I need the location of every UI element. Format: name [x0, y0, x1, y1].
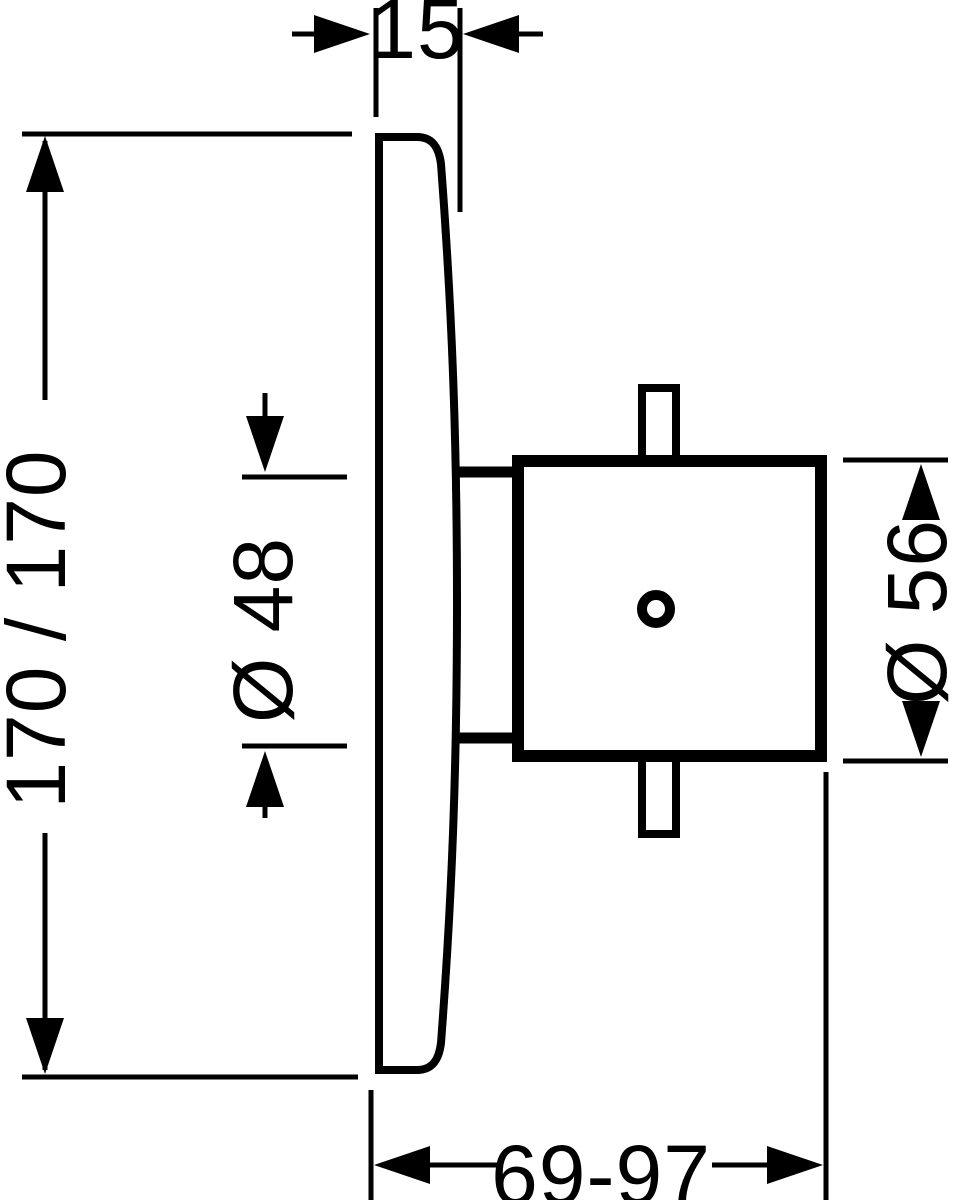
handle-top-pin — [638, 384, 680, 462]
arrow-right-icon — [767, 1146, 823, 1184]
arrow-up-icon — [26, 136, 64, 192]
dim-label-plate-size: 170 / 170 — [0, 449, 83, 809]
dim-label-mounting-depth: 69-97 — [491, 1128, 711, 1200]
handle-center-dot — [637, 590, 675, 628]
dim-plate-thickness — [292, 8, 543, 212]
arrow-up-icon — [902, 464, 940, 520]
dim-label-plate-thickness: 15 — [369, 0, 465, 76]
escutcheon-plate-outline — [375, 133, 462, 1074]
arrow-left-icon — [463, 15, 519, 53]
dim-stem-diameter — [242, 393, 347, 818]
arrow-up-icon — [246, 751, 284, 807]
dim-handle-diameter — [843, 457, 948, 764]
dim-label-stem-diameter: Ø 48 — [216, 536, 310, 724]
arrow-down-icon — [26, 1018, 64, 1074]
arrow-down-icon — [902, 701, 940, 757]
handle-bottom-pin — [638, 756, 680, 838]
arrow-left-icon — [374, 1146, 430, 1184]
arrow-down-icon — [246, 416, 284, 472]
dim-label-handle-diameter: Ø 56 — [870, 518, 953, 705]
arrow-right-icon — [314, 15, 370, 53]
dim-plate-size — [22, 131, 358, 1080]
dim-mounting-depth — [368, 772, 829, 1200]
